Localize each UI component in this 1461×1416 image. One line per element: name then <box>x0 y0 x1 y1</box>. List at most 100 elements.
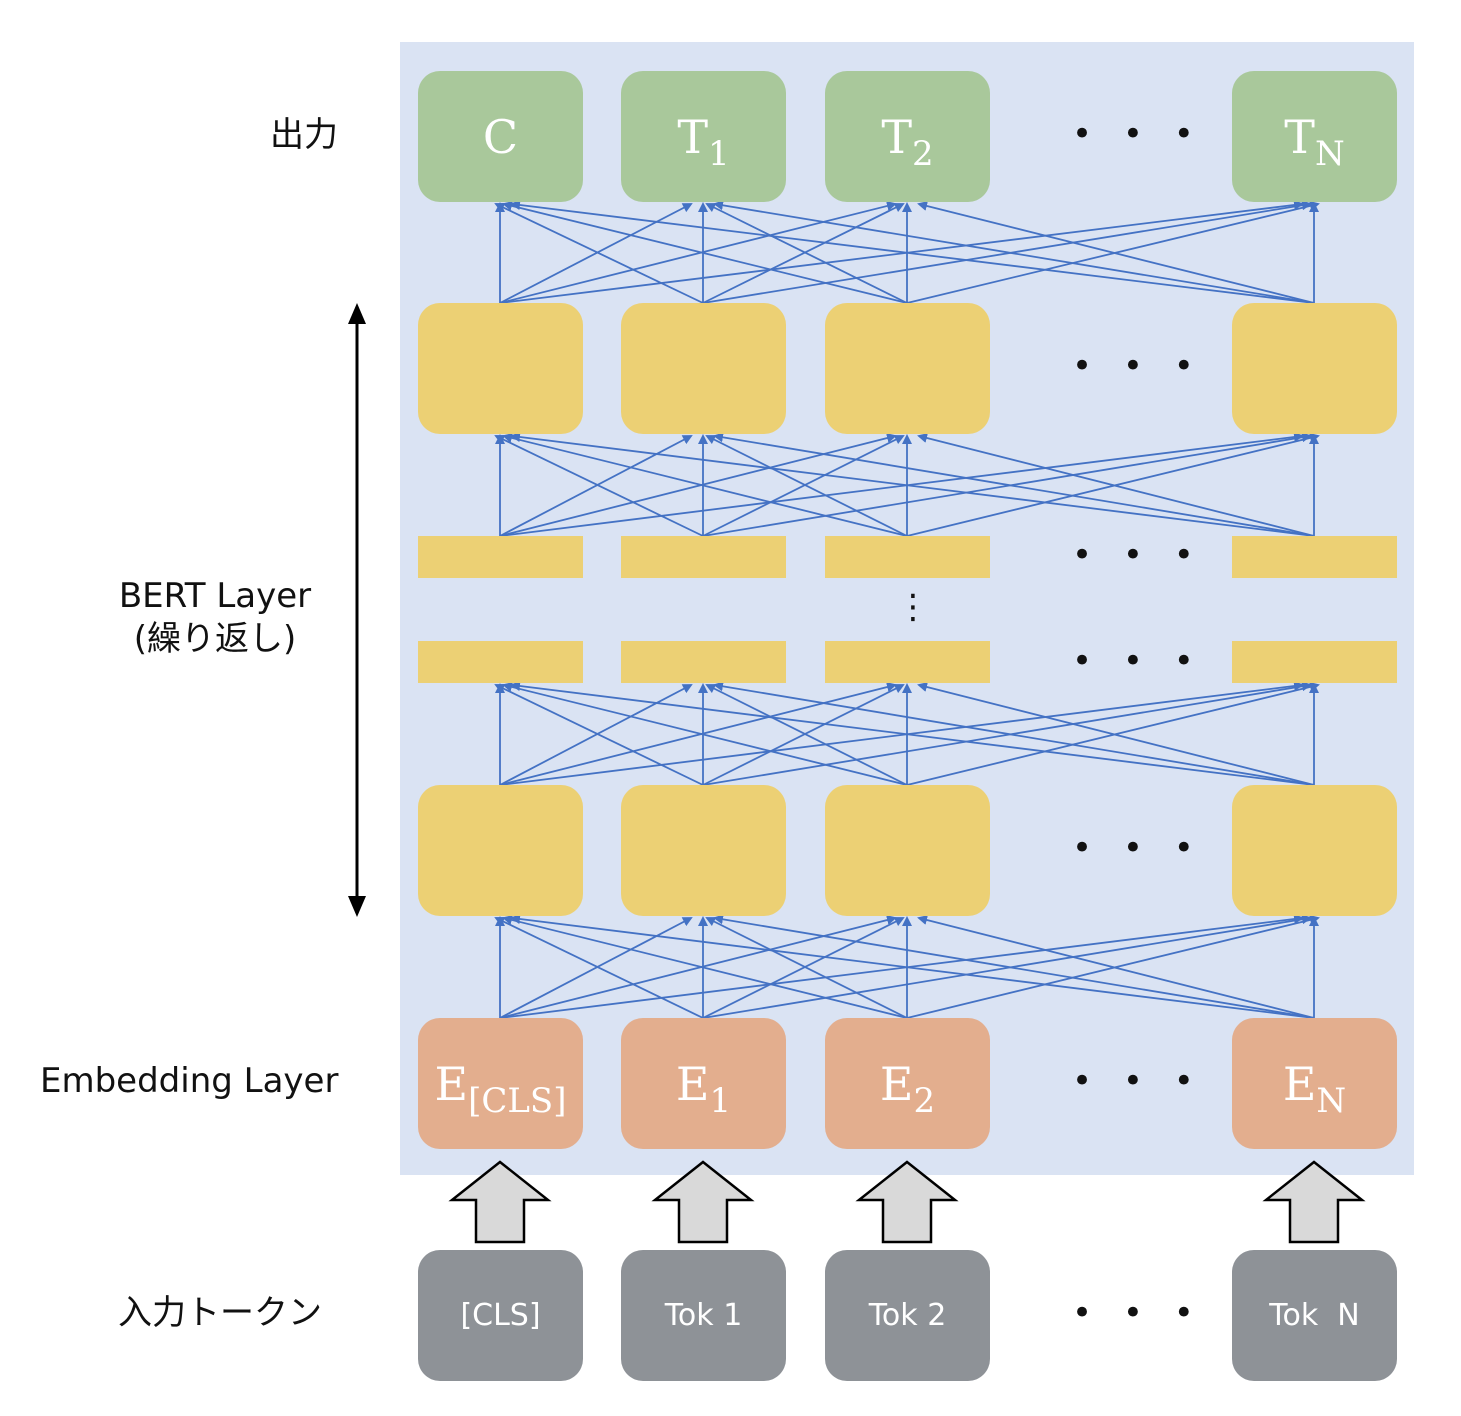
connection-3-0-2 <box>499 201 897 304</box>
ellipsis-bert-top: • • • <box>1072 346 1204 386</box>
output-tn: TN <box>1232 71 1397 202</box>
ellipsis-lower-strip: • • • <box>1072 641 1204 681</box>
bert-lower-strip-2 <box>621 641 786 683</box>
token-cls-text: [CLS] <box>460 1298 541 1333</box>
output-t1: T1 <box>621 71 786 202</box>
connection-0-0-1 <box>499 917 693 1019</box>
connection-0-3-1 <box>713 914 1315 1019</box>
connection-3-1-2 <box>702 203 905 304</box>
connection-1-1-2 <box>702 684 905 786</box>
input-arrow-1 <box>448 1160 552 1244</box>
connection-0-2-1 <box>705 917 908 1019</box>
token-2-text: Tok 2 <box>868 1298 947 1333</box>
connection-1-2-1 <box>705 684 908 786</box>
connection-1-3-1 <box>713 681 1315 786</box>
output-c: C <box>418 71 583 202</box>
bert-bottom-node-3 <box>825 785 990 916</box>
bert-layer-label-line2: (繰り返し) <box>133 618 297 659</box>
bert-upper-strip-2 <box>621 536 786 578</box>
bert-top-node-n <box>1232 303 1397 434</box>
token-2: Tok 2 <box>825 1250 990 1381</box>
connection-1-3-0 <box>510 681 1315 786</box>
connection-2-0-2 <box>499 433 897 537</box>
embedding-cls-text: E[CLS] <box>434 1056 567 1121</box>
connection-2-3-2 <box>917 433 1315 537</box>
bert-top-node-1 <box>418 303 583 434</box>
connection-3-3-1 <box>713 200 1315 304</box>
input-arrow-3 <box>855 1160 959 1244</box>
connection-3-2-3 <box>906 201 1320 304</box>
connection-2-0-3 <box>499 432 1304 537</box>
connection-1-1-0 <box>494 683 704 786</box>
ellipsis-embedding: • • • <box>1072 1061 1204 1101</box>
bert-bottom-node-1 <box>418 785 583 916</box>
connection-0-1-3 <box>702 914 1312 1019</box>
ellipsis-bert-bottom: • • • <box>1072 828 1204 868</box>
input-arrow-2 <box>651 1160 755 1244</box>
bert-layer-label-line1: BERT Layer <box>118 576 312 616</box>
connection-3-1-0 <box>494 202 704 304</box>
connection-3-3-2 <box>917 201 1315 304</box>
connection-1-2-0 <box>502 682 908 786</box>
bert-lower-strip-1 <box>418 641 583 683</box>
connection-2-1-3 <box>702 432 1312 537</box>
connection-3-0-1 <box>499 203 693 304</box>
connection-1-3-2 <box>917 682 1315 786</box>
connection-2-0-1 <box>499 435 693 537</box>
embedding-en-text: EN <box>1282 1056 1347 1121</box>
output-t2: T2 <box>825 71 990 202</box>
bert-top-node-2 <box>621 303 786 434</box>
connection-0-0-2 <box>499 915 897 1019</box>
connection-2-2-3 <box>906 433 1320 537</box>
connection-1-0-3 <box>499 681 1304 786</box>
token-1: Tok 1 <box>621 1250 786 1381</box>
embedding-cls: E[CLS] <box>418 1018 583 1149</box>
bert-lower-strip-n <box>1232 641 1397 683</box>
input-tokens-label: 入力トークン <box>118 1293 322 1333</box>
ellipsis-tokens: • • • <box>1072 1293 1204 1333</box>
token-n-text: Tok N <box>1269 1298 1360 1333</box>
connection-2-2-1 <box>705 435 908 537</box>
connection-0-3-2 <box>917 915 1315 1019</box>
output-t1-text: T1 <box>677 109 730 174</box>
bert-top-node-3 <box>825 303 990 434</box>
token-1-text: Tok 1 <box>664 1298 743 1333</box>
connection-0-3-0 <box>510 914 1315 1019</box>
bert-bottom-node-2 <box>621 785 786 916</box>
connection-0-2-3 <box>906 915 1320 1019</box>
connection-2-3-0 <box>510 432 1315 537</box>
embedding-e1-text: E1 <box>675 1056 732 1121</box>
connection-3-2-0 <box>502 201 908 304</box>
connection-2-1-2 <box>702 435 905 537</box>
output-tn-text: TN <box>1284 109 1345 174</box>
token-cls: [CLS] <box>418 1250 583 1381</box>
connection-3-2-1 <box>705 203 908 304</box>
connection-0-1-0 <box>494 916 704 1019</box>
connection-1-2-3 <box>906 682 1320 786</box>
bert-bottom-node-n <box>1232 785 1397 916</box>
connection-2-2-0 <box>502 433 908 537</box>
output-t2-text: T2 <box>881 109 934 174</box>
ellipsis-upper-strip: • • • <box>1072 535 1204 575</box>
connection-0-1-2 <box>702 917 905 1019</box>
bert-upper-strip-n <box>1232 536 1397 578</box>
embedding-e1: E1 <box>621 1018 786 1149</box>
connection-2-3-1 <box>713 432 1315 537</box>
vertical-ellipsis: ⋮ <box>896 587 930 627</box>
connection-0-2-0 <box>502 915 908 1019</box>
output-c-text: C <box>482 109 519 164</box>
embedding-layer-label: Embedding Layer <box>40 1061 339 1101</box>
connection-1-1-3 <box>702 681 1312 786</box>
output-label: 出力 <box>270 115 338 155</box>
input-arrow-n <box>1262 1160 1366 1244</box>
embedding-e2: E2 <box>825 1018 990 1149</box>
bert-layer-label: BERT Layer (繰り返し) <box>100 575 330 660</box>
embedding-e2-text: E2 <box>879 1056 936 1121</box>
connection-3-1-3 <box>702 200 1312 304</box>
connection-3-0-3 <box>499 200 1304 304</box>
embedding-en: EN <box>1232 1018 1397 1149</box>
connection-3-3-0 <box>510 200 1315 304</box>
